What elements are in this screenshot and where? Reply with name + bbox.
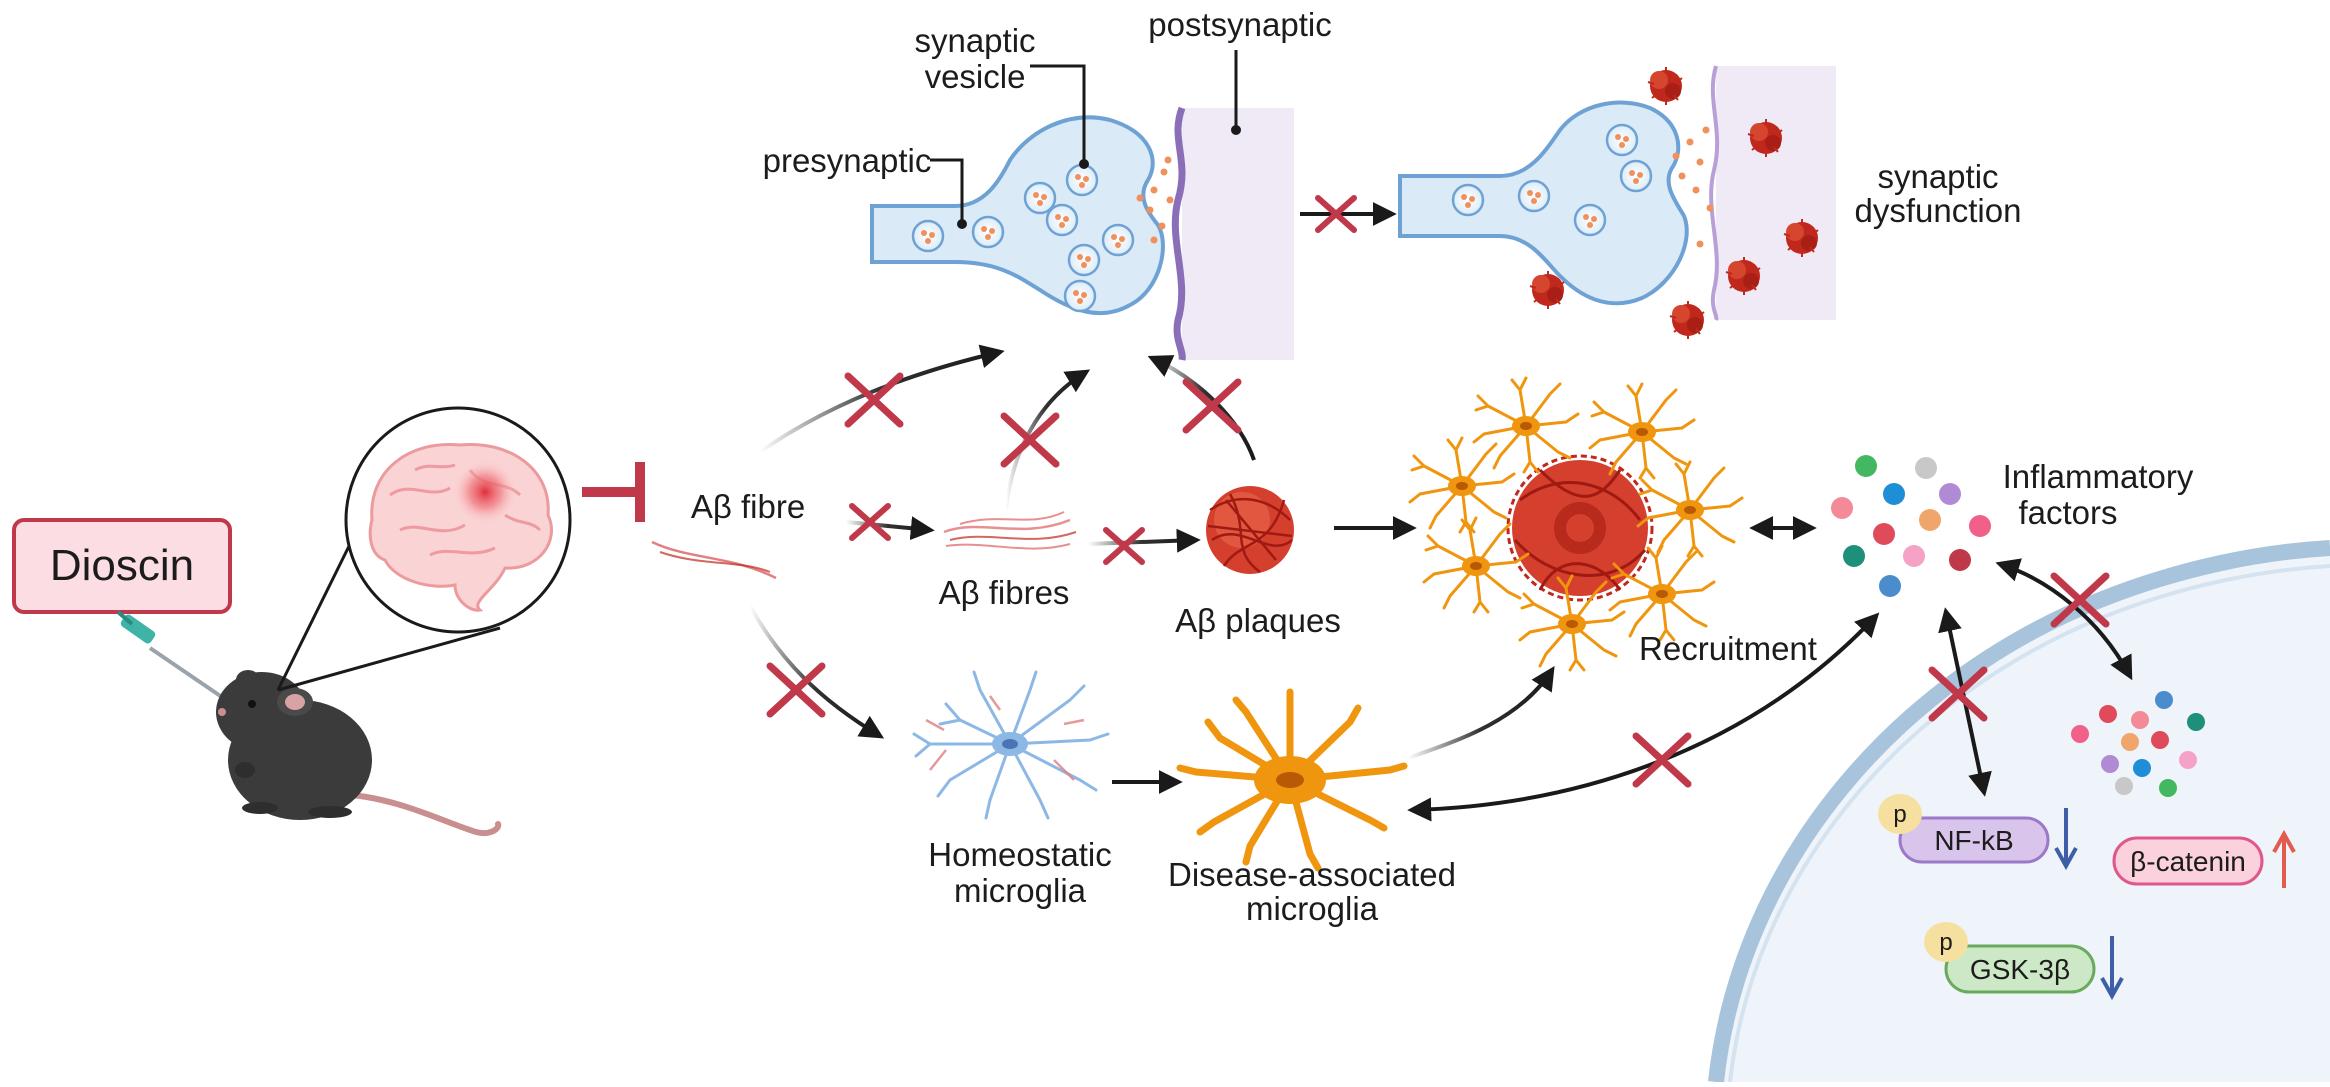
disease-associated-label-line2: microglia: [1246, 890, 1379, 927]
fibre-to-fibres-arrow: [845, 506, 935, 538]
ab-plaques-to-synapse-arrow: [1147, 355, 1256, 461]
dioscin-box: Dioscin: [12, 518, 232, 614]
ab-fibre-single: [651, 540, 777, 580]
recruitment-cluster: [1408, 376, 1744, 672]
bcatenin-protein: β-catenin: [2112, 836, 2264, 886]
synaptic-vesicle-label-line2: vesicle: [925, 58, 1026, 95]
brain-callout: [276, 406, 572, 692]
gsk3b-label: GSK-3β: [1970, 954, 2070, 985]
mouse-icon: [216, 670, 502, 836]
fibres-to-plaques-arrow: [1087, 530, 1201, 562]
healthy-synapse: [870, 106, 1294, 361]
bcatenin-up-arrow-icon: [2272, 829, 2296, 888]
nfkb-protein: NF-kB p: [1878, 794, 2050, 864]
inflammatory-to-bcatenin-arrow: [1995, 558, 2133, 681]
syringe-icon: [116, 610, 240, 710]
gsk3b-protein: GSK-3β p: [1924, 922, 2096, 994]
cell: [1708, 540, 2330, 1083]
ab-plaques-label: Aβ plaques: [1175, 602, 1341, 639]
disease-inflammatory-arrow: [1407, 612, 1880, 822]
inflammatory-factors-label-line2: factors: [2018, 494, 2117, 531]
gsk3b-down-arrow-icon: [2100, 936, 2124, 1001]
dioscin-label: Dioscin: [50, 541, 194, 590]
dysfunctional-synapse: [1398, 65, 1836, 340]
inflammatory-factors-dots: [1831, 455, 1991, 597]
homeostatic-microglia: [912, 670, 1110, 820]
disease-associated-microglia: [1176, 688, 1408, 872]
homeostatic-label-line2: microglia: [954, 872, 1087, 909]
synapse-transition-arrow: [1300, 198, 1397, 230]
disease-to-recruitment-arrow: [1407, 665, 1555, 760]
postsynaptic-label-group: postsynaptic: [1148, 6, 1332, 135]
ab-fibre-to-synapse-arrow: [758, 344, 1005, 454]
bcatenin-label: β-catenin: [2130, 846, 2246, 877]
recruitment-label: Recruitment: [1639, 630, 1817, 667]
homeostatic-label-line1: Homeostatic: [928, 836, 1111, 873]
presynaptic-label: presynaptic: [763, 142, 932, 179]
inflammatory-factors-label-line1: Inflammatory: [2003, 458, 2194, 495]
synaptic-vesicle-label-group: synaptic vesicle: [914, 22, 1089, 169]
nfkb-phospho-label: p: [1893, 801, 1906, 828]
disease-associated-label-line1: Disease-associated: [1168, 856, 1456, 893]
ab-fibre-to-homeostatic-arrow: [748, 605, 885, 739]
synaptic-dysfunction-label-line1: synaptic: [1877, 158, 1998, 195]
inhibition-bar: [582, 462, 645, 522]
cell-factor-dots: [2071, 691, 2205, 797]
inflammatory-to-nfkb-arrow: [1932, 607, 1992, 797]
brain-icon: [368, 442, 553, 612]
ab-fibres-to-synapse-arrow: [1004, 369, 1091, 511]
synaptic-vesicle-label-line1: synaptic: [914, 22, 1035, 59]
synaptic-dysfunction-label-line2: dysfunction: [1855, 192, 2022, 229]
gsk3b-phospho-label: p: [1939, 929, 1952, 956]
presynaptic-label-group: presynaptic: [763, 142, 967, 229]
postsynaptic-label: postsynaptic: [1148, 6, 1331, 43]
ab-fibres: [943, 511, 1077, 550]
nfkb-down-arrow-icon: [2054, 808, 2078, 871]
ab-fibres-label: Aβ fibres: [939, 574, 1070, 611]
nfkb-label: NF-kB: [1934, 825, 2013, 856]
ab-fibre-label: Aβ fibre: [691, 488, 805, 525]
ab-plaque: [1206, 486, 1294, 574]
